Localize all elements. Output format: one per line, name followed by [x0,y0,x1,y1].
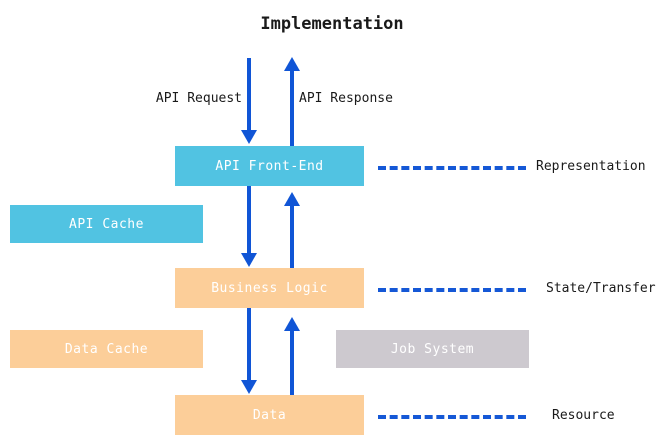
arrow-response-out-of-frontend-line [290,70,294,146]
arrow-data-to-business-head [284,317,300,331]
page-title: Implementation [260,14,404,34]
box-api-front-end-label: API Front-End [215,158,324,174]
box-data[interactable]: Data [175,395,364,435]
arrow-label-api-response: API Response [299,91,393,106]
box-job-system-label: Job System [390,341,475,357]
box-api-cache-label: API Cache [69,216,144,232]
arrow-request-into-frontend-head [241,130,257,144]
box-business-logic-label: Business Logic [211,280,328,296]
box-api-front-end[interactable]: API Front-End [175,146,364,186]
box-api-cache[interactable]: API Cache [10,205,203,243]
side-label-state-transfer: State/Transfer [546,281,656,296]
box-data-cache-label: Data Cache [64,341,149,357]
box-data-label: Data [252,407,287,423]
arrow-response-out-of-frontend-head [284,57,300,71]
arrow-label-api-request: API Request [155,91,242,106]
box-job-system[interactable]: Job System [336,330,529,368]
dashed-connector-state-transfer [378,288,526,292]
dashed-connector-resource [378,415,526,419]
arrow-frontend-to-business-line [247,186,251,255]
dashed-connector-representation [378,166,526,170]
arrow-request-into-frontend-line [247,58,251,132]
arrow-business-to-data-head [241,380,257,394]
arrow-business-to-data-line [247,308,251,382]
arrow-frontend-to-business-head [241,253,257,267]
arrow-business-to-frontend-head [284,192,300,206]
side-label-resource: Resource [552,408,615,423]
box-business-logic[interactable]: Business Logic [175,268,364,308]
arrow-data-to-business-line [290,330,294,395]
box-data-cache[interactable]: Data Cache [10,330,203,368]
arrow-business-to-frontend-line [290,205,294,268]
side-label-representation: Representation [536,159,646,174]
